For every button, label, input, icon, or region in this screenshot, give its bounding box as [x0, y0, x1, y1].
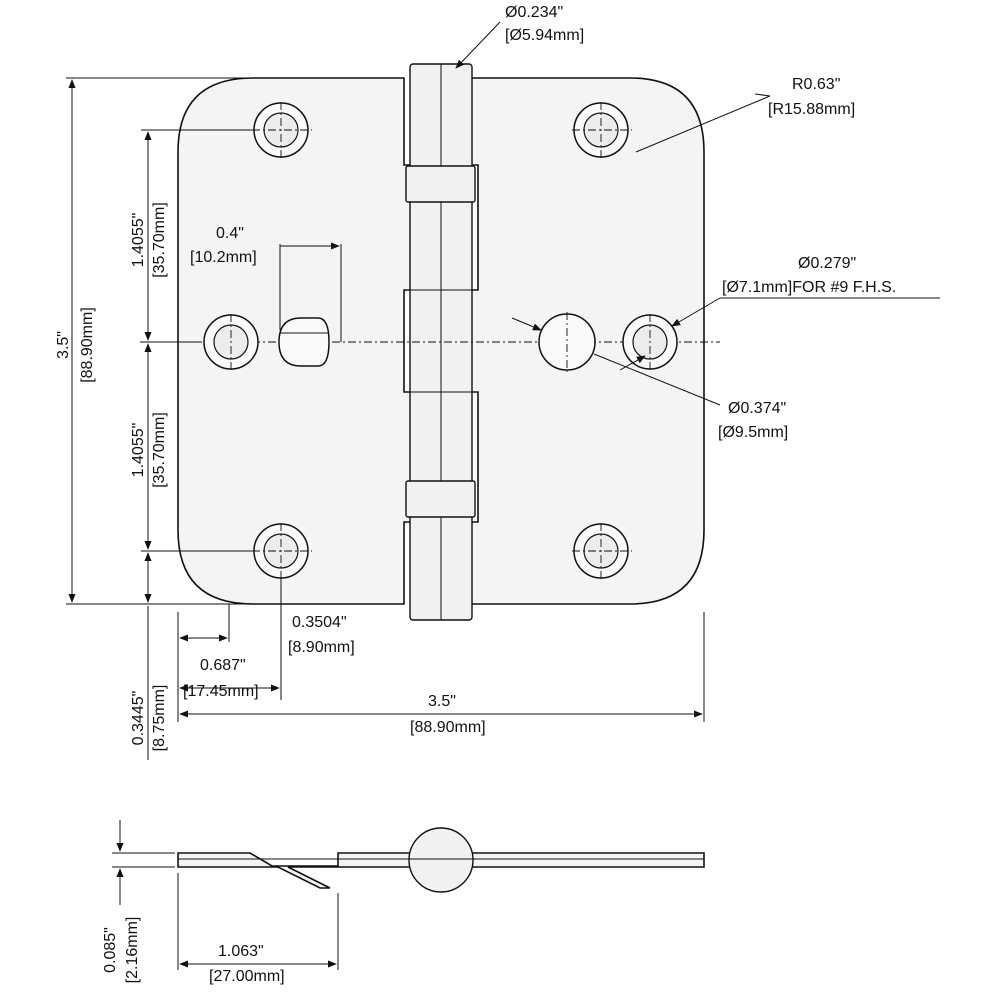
edge-to-hole-h-mm-label: [17.45mm]	[183, 683, 259, 700]
slot-width-mm-label: [10.2mm]	[190, 249, 257, 266]
screw-hole-top-left	[252, 102, 312, 158]
screw-hole-label: Ø0.279"	[798, 255, 856, 272]
side-leaf-left	[177, 852, 411, 889]
hole-spacing-lower-mm-label: [35.70mm]	[151, 412, 168, 488]
edge-to-slot-label: 0.3504"	[292, 614, 347, 631]
hinge-side-view	[112, 820, 705, 970]
screw-hole-top-right	[572, 102, 632, 158]
screw-hole-mm-label: [Ø7.1mm]FOR #9 F.H.S.	[722, 279, 896, 296]
overall-width-label: 3.5"	[428, 693, 456, 710]
corner-radius-label: R0.63"	[792, 76, 840, 93]
hole-spacing-upper-label: 1.4055"	[130, 213, 147, 268]
pin-diameter-mm-label: [Ø5.94mm]	[505, 27, 584, 44]
knuckle-lower	[405, 480, 476, 518]
edge-to-hole-v-label: 0.3445"	[130, 691, 147, 746]
thickness-mm-label: [2.16mm]	[124, 917, 141, 984]
edge-to-hole-h-label: 0.687"	[200, 657, 246, 674]
screw-hole-bottom-right	[572, 523, 632, 579]
knuckle-upper	[405, 165, 476, 203]
overall-height-label: 3.5"	[55, 331, 72, 359]
slot-hole	[278, 317, 330, 367]
pin-hole-large	[538, 312, 596, 372]
pin-hole-label: Ø0.374"	[728, 400, 786, 417]
pin-diameter-label: Ø0.234"	[505, 4, 563, 21]
hole-spacing-upper-mm-label: [35.70mm]	[151, 202, 168, 278]
thickness-label: 0.085"	[102, 927, 119, 973]
screw-hole-mid-left	[203, 314, 259, 370]
screw-hole-bottom-left	[252, 523, 312, 579]
slot-width-label: 0.4"	[216, 225, 244, 242]
screw-hole-mid-right	[622, 314, 678, 370]
offset-length-label: 1.063"	[218, 943, 264, 960]
hole-spacing-lower-label: 1.4055"	[130, 423, 147, 478]
side-leaf-right	[471, 852, 705, 868]
dimension-lines	[66, 21, 940, 760]
overall-height-mm-label: [88.90mm]	[79, 307, 96, 383]
offset-length-mm-label: [27.00mm]	[209, 968, 285, 985]
dimension-labels: Ø0.234" [Ø5.94mm] R0.63" [R15.88mm] Ø0.2…	[55, 4, 896, 985]
edge-to-slot-mm-label: [8.90mm]	[288, 639, 355, 656]
corner-radius-mm-label: [R15.88mm]	[768, 101, 855, 118]
side-barrel	[408, 827, 474, 893]
edge-to-hole-v-mm-label: [8.75mm]	[151, 685, 168, 752]
pin-hole-mm-label: [Ø9.5mm]	[718, 424, 788, 441]
overall-width-mm-label: [88.90mm]	[410, 719, 486, 736]
hinge-front-view	[140, 63, 720, 621]
